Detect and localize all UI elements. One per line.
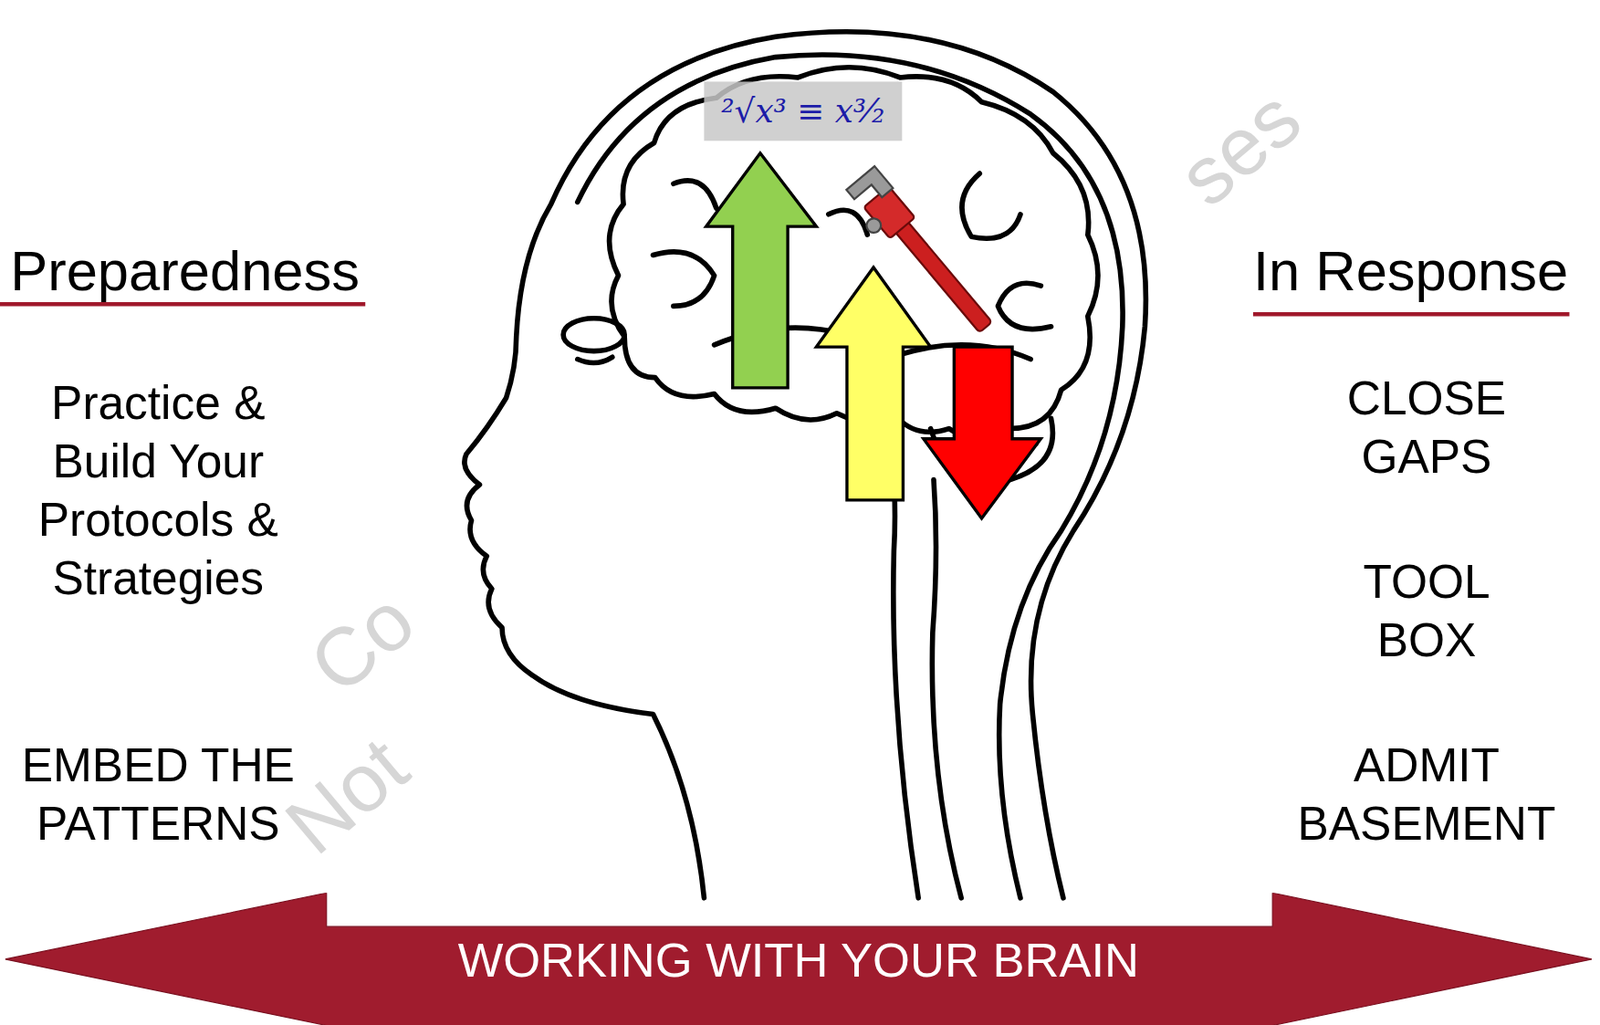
formula-text: ²√x³ ≡ x³⁄₂	[703, 81, 902, 141]
brainstem-line	[931, 479, 962, 898]
brain-fold	[653, 251, 715, 307]
brain-fold	[828, 209, 868, 235]
double-arrow-band: WORKING WITH YOUR BRAIN	[5, 892, 1592, 1025]
heading-underline	[1253, 312, 1570, 316]
eye-lid	[577, 356, 613, 363]
strategy-text: EMBED THE PATTERNS	[10, 736, 306, 853]
wrench-body	[863, 186, 915, 239]
head-outline	[464, 31, 1147, 899]
watermark-text: ses	[1164, 75, 1315, 220]
wrench-handle	[890, 216, 993, 333]
column-heading: In Response	[1253, 240, 1600, 302]
column-heading: Preparedness	[10, 240, 388, 302]
wrench-jaw	[846, 166, 893, 212]
red-arrow	[923, 346, 1042, 519]
pipe-wrench	[839, 166, 1001, 346]
yellow-arrow	[815, 267, 931, 501]
response-text: TOOL BOX	[1324, 553, 1529, 670]
skull-line	[577, 54, 1123, 899]
strategy-text: Practice & Build Your Protocols & Strate…	[20, 374, 296, 607]
response-text: CLOSE GAPS	[1324, 369, 1529, 486]
brain-fold	[673, 180, 717, 209]
head-lines	[464, 31, 1147, 899]
double-arrow-shape	[5, 892, 1592, 1025]
band-text: WORKING WITH YOUR BRAIN	[5, 933, 1592, 987]
wrench-nut	[863, 215, 884, 236]
brain-fold	[962, 173, 1021, 239]
brain-fold	[997, 282, 1051, 329]
response-text: ADMIT BASEMENT	[1283, 736, 1569, 853]
green-arrow	[706, 153, 817, 388]
heading-underline	[0, 302, 366, 306]
watermark-text: Co	[295, 577, 429, 708]
formula-box: ²√x³ ≡ x³⁄₂	[703, 81, 902, 141]
